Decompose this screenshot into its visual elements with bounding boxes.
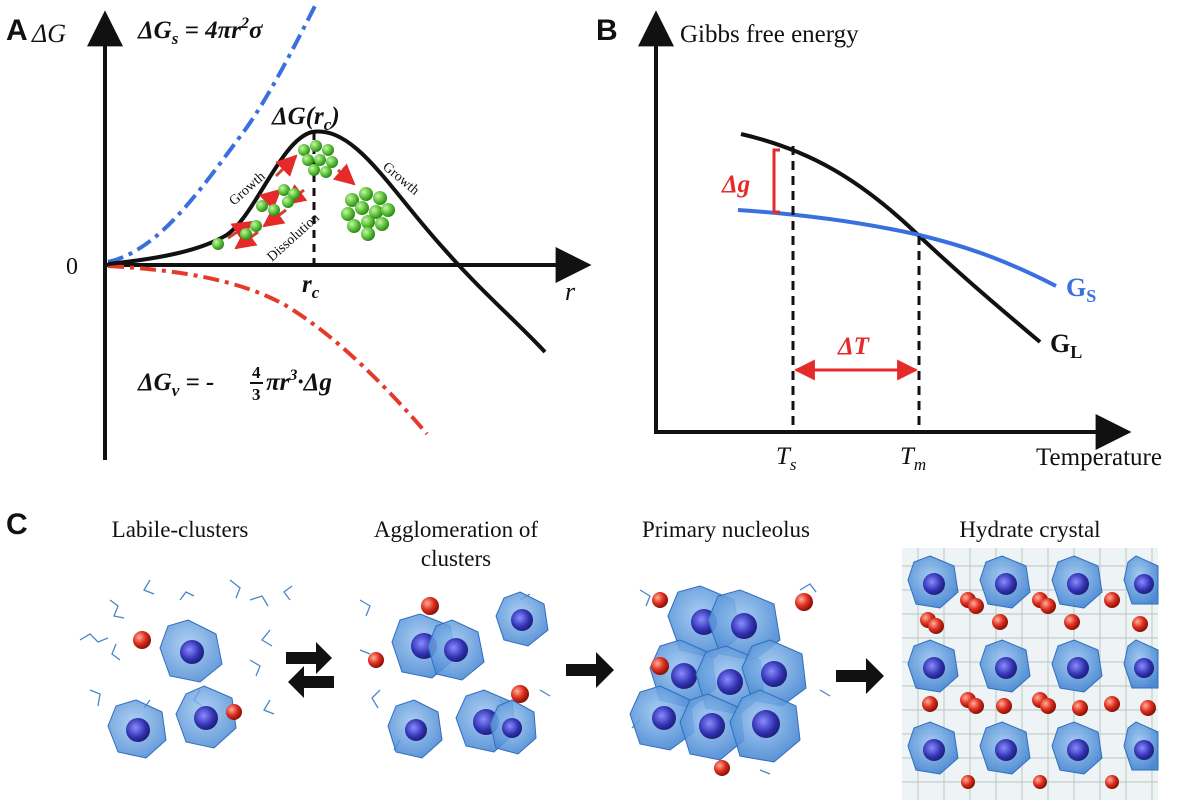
agglomeration-image xyxy=(359,591,551,759)
panel-b-letter: B xyxy=(596,14,618,47)
panel-b: B Gibbs free energy Temperature Δg ΔT GS… xyxy=(596,10,1162,474)
y-axis-label: Gibbs free energy xyxy=(680,21,859,48)
volume-equation: ΔGv = - 4 3 πr3·Δg xyxy=(137,363,332,404)
liquid-gibbs-curve xyxy=(740,132,1042,344)
total-free-energy-curve xyxy=(107,129,547,354)
crystal-cages xyxy=(907,555,1159,789)
ts-label: Ts xyxy=(776,443,797,474)
panel-a-letter: A xyxy=(6,14,28,47)
guest-molecule xyxy=(133,631,151,649)
delta-g-bracket xyxy=(772,148,780,214)
x-axis-label: r xyxy=(565,277,576,306)
primary-nucleolus-image xyxy=(629,583,831,776)
cage-network xyxy=(629,585,807,763)
gs-label: GS xyxy=(1066,273,1096,306)
solid-gibbs-curve xyxy=(737,208,1057,288)
progress-arrow-1 xyxy=(566,652,614,688)
volume-energy-curve xyxy=(107,264,429,436)
tm-label: Tm xyxy=(900,443,926,474)
fraction-denominator: 3 xyxy=(252,385,261,404)
hydrate-crystal-image xyxy=(902,548,1159,800)
cage-clusters xyxy=(107,619,237,759)
guest-molecule xyxy=(226,704,242,720)
svg-text:πr3·Δg: πr3·Δg xyxy=(266,367,332,396)
surface-equation: ΔGs = 4πr2σ xyxy=(137,15,264,48)
origin-label: 0 xyxy=(66,254,78,280)
stable-nucleus xyxy=(341,187,395,241)
stage-label-primary-nucleolus: Primary nucleolus xyxy=(642,517,810,542)
equilibrium-arrows xyxy=(286,642,334,698)
delta-g-label: Δg xyxy=(721,171,750,198)
stage-label-labile: Labile-clusters xyxy=(112,517,249,542)
x-axis-label: Temperature xyxy=(1036,444,1162,471)
water-molecules xyxy=(79,579,293,715)
panel-c: C Labile-clusters Agglomeration of clust… xyxy=(6,508,1159,800)
gl-label: GL xyxy=(1050,329,1082,362)
fraction-numerator: 4 xyxy=(252,363,261,382)
svg-text:ΔGv = -: ΔGv = - xyxy=(137,369,214,400)
critical-energy-label: ΔG(rc) xyxy=(271,103,340,134)
critical-radius-label: rc xyxy=(302,271,320,302)
panel-c-letter: C xyxy=(6,508,28,541)
reverse-arrow xyxy=(288,666,334,698)
surface-energy-curve xyxy=(107,5,317,264)
stage-label-agglomeration-2: clusters xyxy=(421,546,491,571)
panel-a: A ΔG r 0 ΔGs = 4πr2σ ΔGv = - 4 3 πr3·Δg xyxy=(6,5,592,460)
forward-arrow xyxy=(286,642,332,674)
delta-t-label: ΔT xyxy=(837,333,871,360)
stage-label-hydrate-crystal: Hydrate crystal xyxy=(959,517,1100,542)
labile-clusters-image xyxy=(79,579,293,759)
stage-label-agglomeration-1: Agglomeration of xyxy=(374,517,538,542)
cage-clusters xyxy=(387,591,549,759)
progress-arrow-2 xyxy=(836,658,884,694)
molecular-clusters xyxy=(212,140,395,250)
y-axis-label: ΔG xyxy=(31,19,66,48)
